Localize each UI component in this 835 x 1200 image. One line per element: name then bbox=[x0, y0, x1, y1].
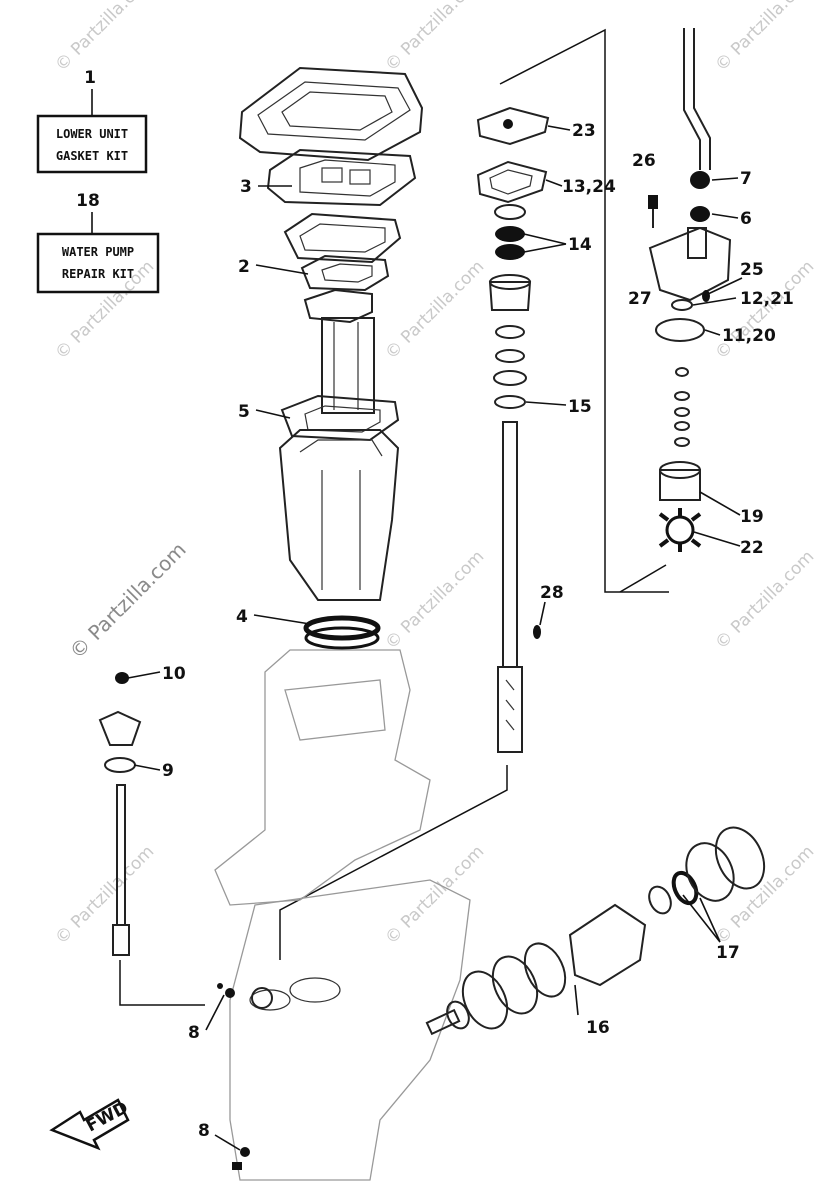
callout-3: 3 bbox=[240, 177, 252, 197]
shift-rod-assembly bbox=[98, 672, 142, 956]
watermark: © Partzilla.com bbox=[51, 842, 158, 949]
spacer-rings bbox=[493, 325, 527, 386]
exhaust-housing bbox=[278, 429, 400, 601]
gasket-part-5 bbox=[280, 394, 400, 442]
callout-9: 9 bbox=[162, 761, 174, 781]
water-pump-gasket-13-24 bbox=[476, 160, 548, 204]
bolt-part-8-lower bbox=[232, 1147, 250, 1170]
callout-7: 7 bbox=[740, 169, 752, 189]
bolt-part-26 bbox=[648, 195, 658, 228]
kit-title-line1: LOWER UNIT bbox=[56, 127, 128, 141]
seal-ring-part-4 bbox=[303, 615, 381, 650]
callout-14: 14 bbox=[568, 235, 592, 255]
water-tube bbox=[683, 28, 711, 170]
lower-unit-gasket-kit-label: 1 LOWER UNIT GASKET KIT bbox=[36, 68, 148, 174]
kit-number: 18 bbox=[76, 191, 100, 211]
callout-16: 16 bbox=[586, 1018, 610, 1038]
leader-lines bbox=[127, 125, 743, 1151]
pump-housing bbox=[648, 226, 732, 302]
watermark: © Partzilla.com bbox=[381, 842, 488, 949]
upper-casing-cover bbox=[238, 66, 424, 162]
callout-10: 10 bbox=[162, 664, 186, 684]
watermark: © Partzilla.com bbox=[711, 547, 818, 654]
callout-11-20: 11,20 bbox=[722, 326, 776, 346]
kit-title-line2: REPAIR KIT bbox=[62, 267, 134, 281]
gasket-part-2 bbox=[300, 254, 390, 292]
watermark: © Partzilla.com bbox=[381, 547, 488, 654]
watermark: © Partzilla.com bbox=[381, 257, 488, 364]
callout-25: 25 bbox=[740, 260, 764, 280]
callout-numbers: 3 2 5 4 10 9 23 13,24 14 15 26 7 6 25 27… bbox=[162, 121, 794, 1141]
exhaust-guide bbox=[303, 288, 375, 414]
watermark: © Partzilla.com bbox=[711, 0, 818, 76]
bolt-part-8-upper bbox=[217, 983, 235, 998]
callout-28: 28 bbox=[540, 583, 564, 603]
lower-casing bbox=[214, 649, 471, 1181]
watermark: © Partzilla.com bbox=[381, 0, 488, 76]
watermark-main: © Partzilla.com bbox=[65, 537, 191, 663]
kit-number: 1 bbox=[84, 68, 96, 88]
propeller-shaft-parts bbox=[425, 826, 766, 1036]
callout-6: 6 bbox=[740, 209, 752, 229]
water-passage-plate bbox=[283, 212, 402, 264]
callout-2: 2 bbox=[238, 257, 250, 277]
grommet-part-7 bbox=[690, 171, 710, 189]
callout-5: 5 bbox=[238, 402, 250, 422]
water-pump-repair-kit-label: 18 WATER PUMP REPAIR KIT bbox=[36, 191, 160, 294]
callout-26: 26 bbox=[632, 151, 656, 171]
oil-seals-part-14 bbox=[494, 204, 526, 260]
water-pump-cover-part-23 bbox=[476, 106, 550, 146]
callout-4: 4 bbox=[236, 607, 248, 627]
callout-22: 22 bbox=[740, 538, 764, 558]
kit-title-line1: WATER PUMP bbox=[62, 245, 134, 259]
reference-lines bbox=[119, 28, 669, 1006]
grommet-part-6 bbox=[690, 206, 710, 222]
forward-direction-arrow: FWD bbox=[49, 1098, 132, 1151]
watermark-layer: © Partzilla.com © Partzilla.com © Partzi… bbox=[51, 0, 818, 949]
o-ring-part-15 bbox=[494, 395, 526, 409]
impeller-part-22 bbox=[658, 508, 702, 552]
callout-8-lower: 8 bbox=[198, 1121, 210, 1141]
bearing-housing bbox=[488, 274, 532, 311]
callout-13-24: 13,24 bbox=[562, 177, 616, 197]
insert-cartridge-part-19 bbox=[659, 461, 701, 501]
pin-part-28 bbox=[533, 625, 541, 639]
kit-title-line2: GASKET KIT bbox=[56, 149, 128, 163]
o-ring-part-12-21 bbox=[671, 299, 693, 311]
pump-spacers bbox=[674, 367, 690, 447]
callout-15: 15 bbox=[568, 397, 592, 417]
callout-12-21: 12,21 bbox=[740, 289, 794, 309]
callout-23: 23 bbox=[572, 121, 596, 141]
drive-shaft bbox=[497, 421, 523, 753]
dowel-part-25 bbox=[702, 290, 710, 302]
callout-27: 27 bbox=[628, 289, 652, 309]
callout-17: 17 bbox=[716, 943, 740, 963]
gasket-part-3 bbox=[266, 148, 417, 207]
watermark: © Partzilla.com bbox=[51, 0, 158, 76]
o-ring-part-11-20 bbox=[655, 318, 705, 342]
callout-8-upper: 8 bbox=[188, 1023, 200, 1043]
callout-19: 19 bbox=[740, 507, 764, 527]
